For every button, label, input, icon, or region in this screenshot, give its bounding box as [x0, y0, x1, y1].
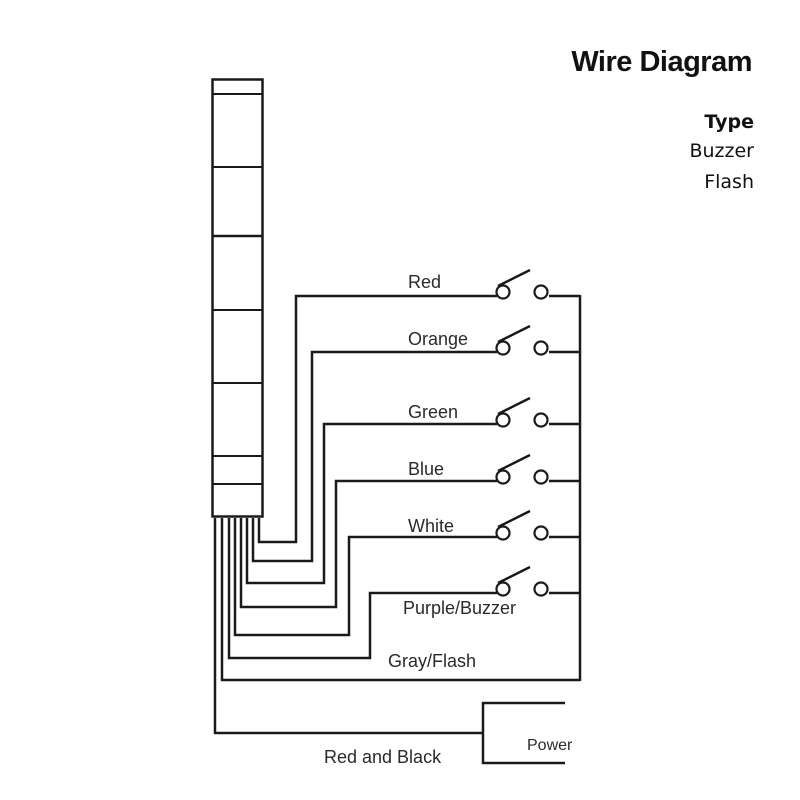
power-label: Power [527, 737, 573, 754]
wire-green [245, 422, 497, 585]
power-terminal [481, 701, 565, 765]
wire-label-gray-flash: Gray/Flash [388, 651, 476, 671]
switch-contact-right-orange [533, 340, 549, 356]
common-wire-label: Red and Black [324, 747, 442, 767]
wire-label-blue: Blue [408, 459, 444, 479]
wire-label-orange: Orange [408, 329, 468, 349]
switch-lever-white [497, 509, 531, 529]
type-heading: Type [704, 111, 754, 133]
switch-lever-green [497, 396, 531, 416]
signal-tower [211, 78, 264, 518]
type-item-flash: Flash [704, 171, 754, 193]
wire-red [257, 294, 497, 544]
switch-lever-purple-buzzer [497, 565, 531, 585]
switch-contact-right-white [533, 525, 549, 541]
switch-lever-orange [497, 324, 531, 344]
wire-label-purple-buzzer: Purple/Buzzer [403, 598, 516, 618]
wire-label-red: Red [408, 272, 441, 292]
wire-gray-flash [220, 518, 580, 682]
tower-body [211, 78, 264, 518]
type-item-buzzer: Buzzer [689, 140, 754, 162]
wire-purple-buzzer [227, 518, 497, 660]
switch-contact-left-orange [495, 340, 511, 356]
wire-red-and-black [213, 518, 483, 735]
wire-orange [251, 350, 497, 563]
wire-label-white: White [408, 516, 454, 536]
switch-contact-right-red [533, 284, 549, 300]
diagram-title: Wire Diagram [571, 46, 752, 78]
switch-contact-left-red [495, 284, 511, 300]
switch-lever-red [497, 268, 531, 288]
wire-white [233, 518, 497, 637]
switch-contact-left-white [495, 525, 511, 541]
wire-blue [239, 479, 497, 609]
switch-contact-left-purple-buzzer [495, 581, 511, 597]
wire-label-green: Green [408, 402, 458, 422]
switch-lever-blue [497, 453, 531, 473]
switch-contact-right-purple-buzzer [533, 581, 549, 597]
type-panel: Type Buzzer Flash [689, 108, 754, 198]
switch-contact-right-blue [533, 469, 549, 485]
switch-contact-right-green [533, 412, 549, 428]
switch-contact-left-green [495, 412, 511, 428]
switch-contact-left-blue [495, 469, 511, 485]
